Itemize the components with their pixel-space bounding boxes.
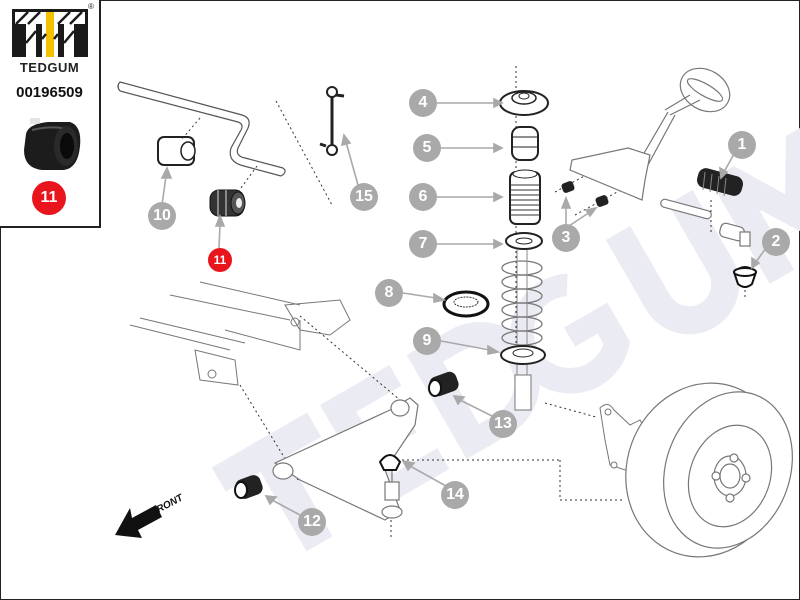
callout-2[interactable]: 2 xyxy=(762,228,790,256)
callout-10[interactable]: 10 xyxy=(148,202,176,230)
control-arm-bushing-12 xyxy=(234,475,263,499)
wheel xyxy=(625,382,793,558)
ball-joint-boot-14 xyxy=(378,454,402,471)
callout-13[interactable]: 13 xyxy=(489,410,517,438)
callout-15[interactable]: 15 xyxy=(350,183,378,211)
lower-control-arm xyxy=(272,397,419,521)
callout-4[interactable]: 4 xyxy=(409,89,437,117)
callout-1[interactable]: 1 xyxy=(728,131,756,159)
subframe xyxy=(129,281,351,386)
callout-6[interactable]: 6 xyxy=(409,183,437,211)
stabilizer-link-15 xyxy=(319,86,345,156)
callout-7[interactable]: 7 xyxy=(409,230,437,258)
callout-12[interactable]: 12 xyxy=(298,508,326,536)
position-badge: 11 xyxy=(32,181,66,215)
steering-bushings-3 xyxy=(561,181,609,207)
front-arrow-icon xyxy=(115,505,162,538)
control-arm-bushing-13 xyxy=(428,371,459,397)
stabilizer-bushing-11 xyxy=(209,189,246,217)
product-thumbnail xyxy=(24,118,81,170)
stabilizer-bushing-10 xyxy=(157,136,196,166)
stabilizer-bar xyxy=(117,81,286,177)
tie-rod-boot-2 xyxy=(732,266,758,288)
steering-assembly xyxy=(569,67,751,247)
product-panel: ® TEDGUM 00196509 11 xyxy=(0,0,101,228)
callout-3[interactable]: 3 xyxy=(552,224,580,252)
callout-8[interactable]: 8 xyxy=(375,279,403,307)
strut-assembly xyxy=(499,90,549,411)
steering-boot-1 xyxy=(696,168,744,197)
callout-5[interactable]: 5 xyxy=(413,134,441,162)
brand-name: TEDGUM xyxy=(19,60,80,75)
callout-9[interactable]: 9 xyxy=(413,327,441,355)
tedgum-logo-icon xyxy=(12,9,88,57)
callout-11-highlighted[interactable]: 11 xyxy=(208,248,232,272)
callout-14[interactable]: 14 xyxy=(441,481,469,509)
strut-bearing-8 xyxy=(442,290,490,318)
registered-mark: ® xyxy=(88,2,94,11)
part-number: 00196509 xyxy=(16,84,83,101)
